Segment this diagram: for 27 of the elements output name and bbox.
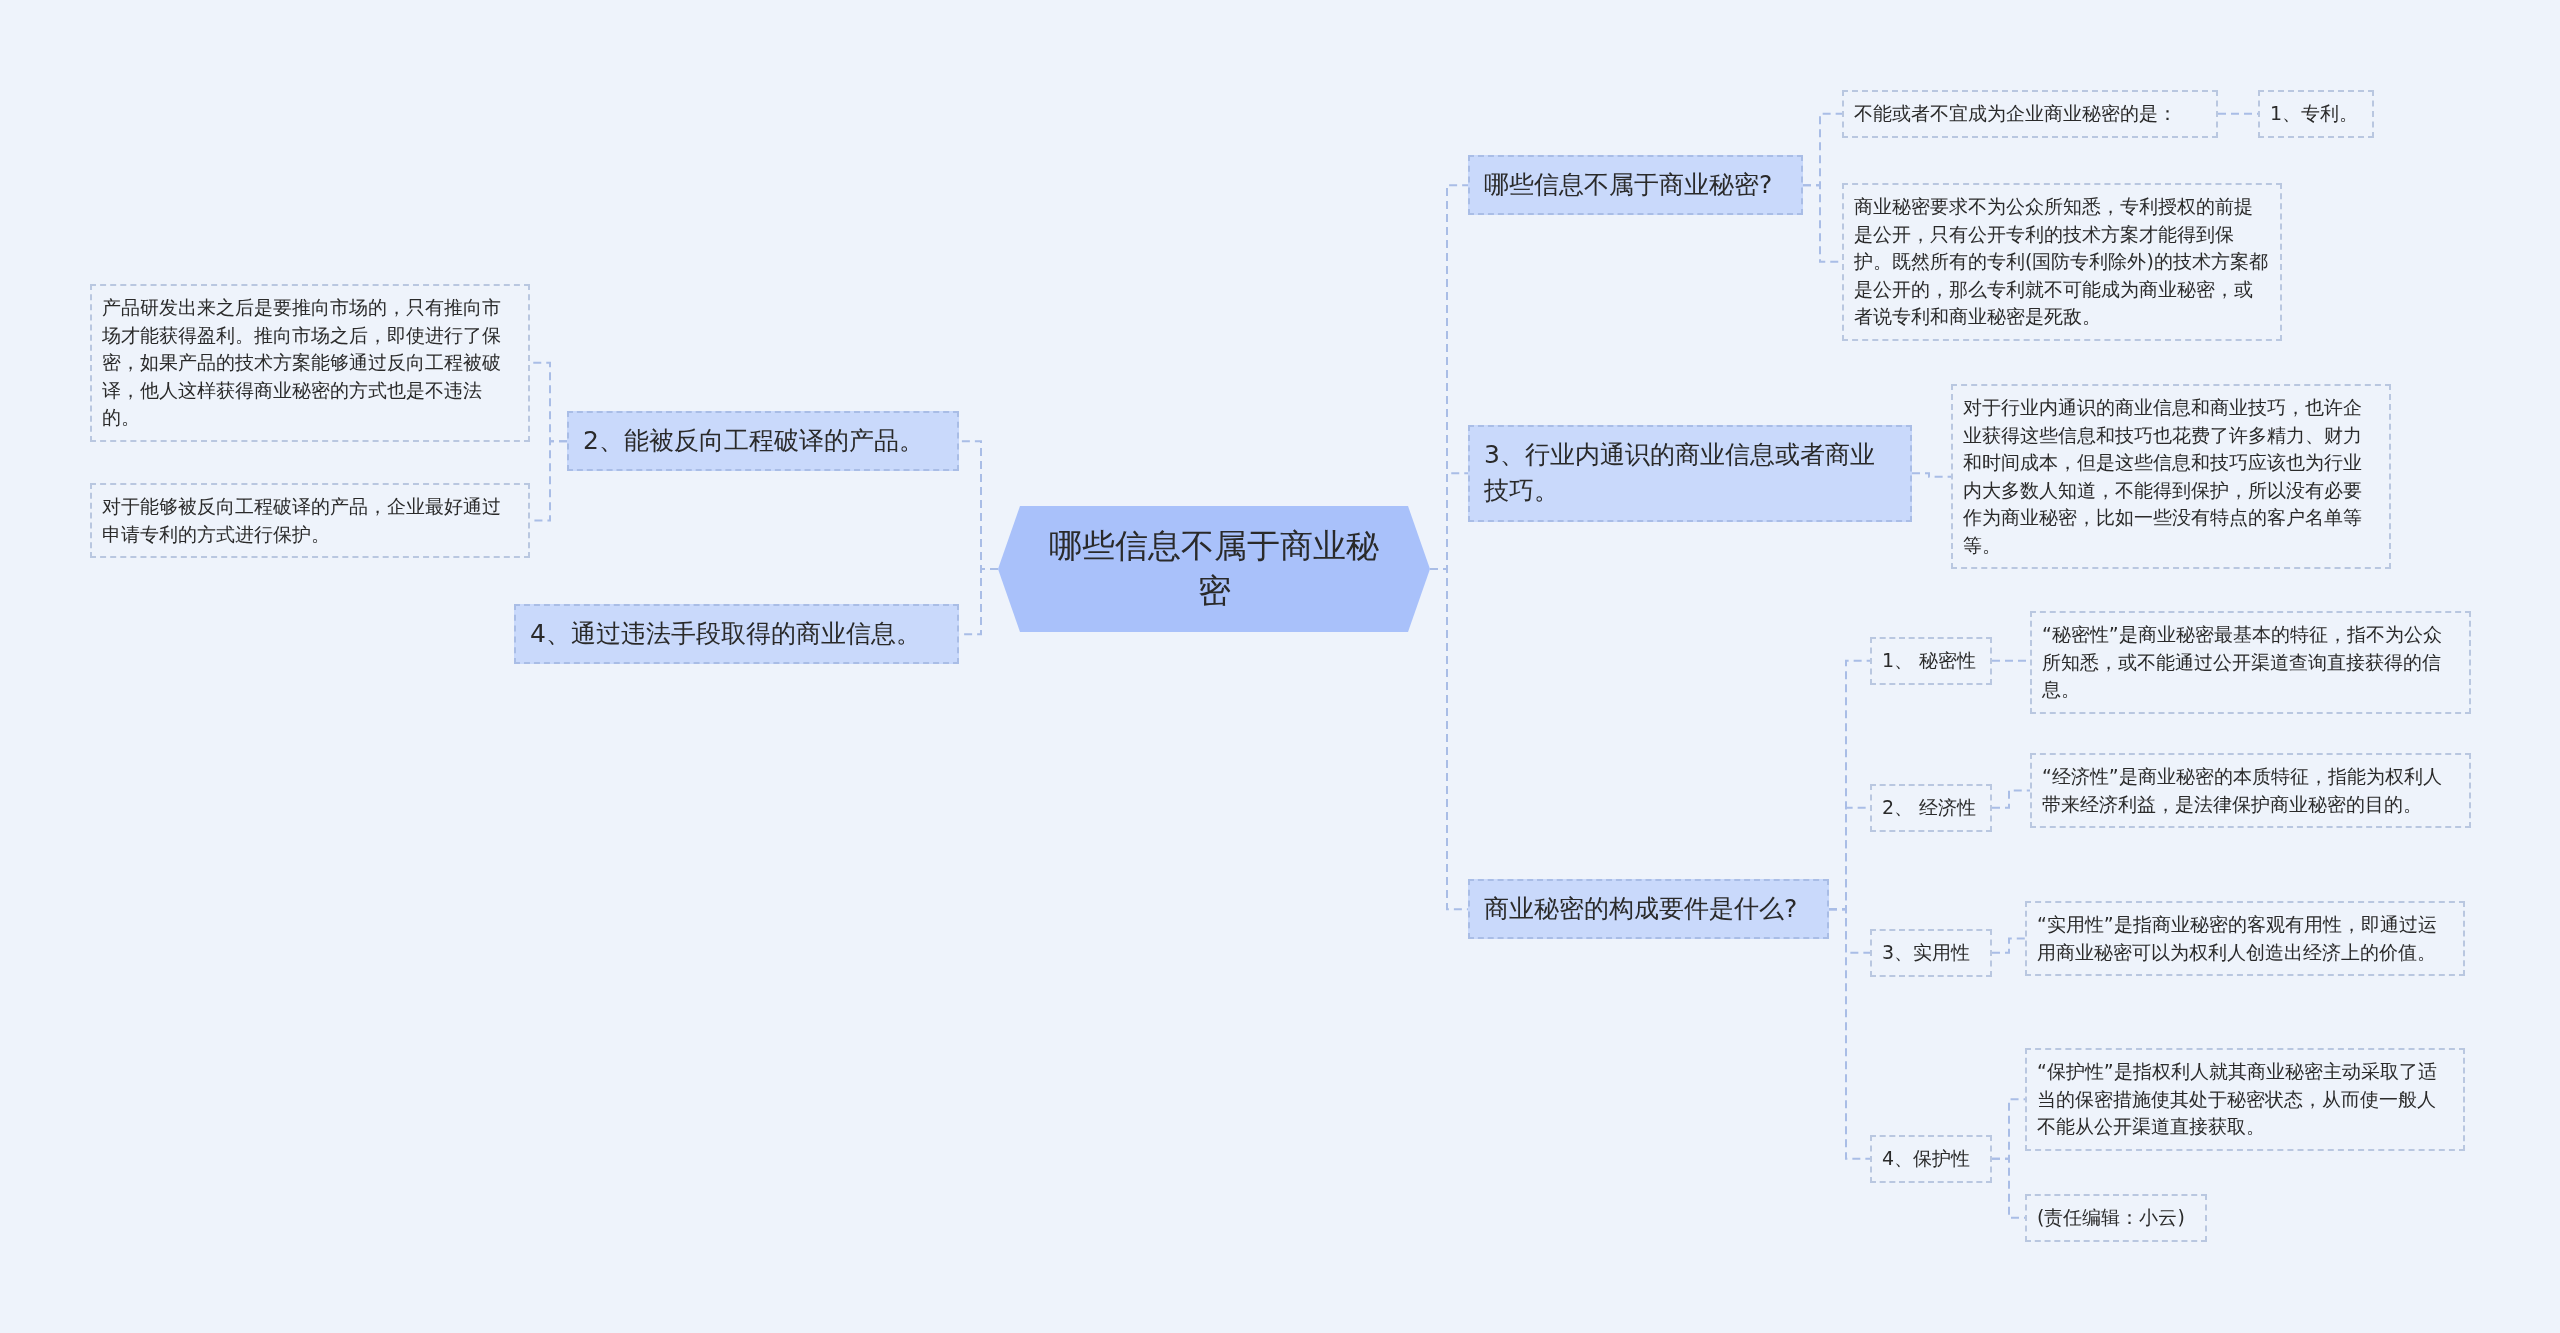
topic-box: 2、能被反向工程破译的产品。 (567, 411, 959, 472)
topic-box: 哪些信息不属于商业秘密? (1468, 155, 1803, 216)
note-box: “秘密性”是商业秘密最基本的特征，指不为公众所知悉，或不能通过公开渠道查询直接获得的信息。 (2030, 611, 2471, 714)
note-box: 不能或者不宜成为企业商业秘密的是： (1842, 90, 2218, 138)
topic-box: 3、行业内通识的商业信息或者商业技巧。 (1468, 425, 1912, 522)
note-box: 对于行业内通识的商业信息和商业技巧，也许企业获得这些信息和技巧也花费了许多精力、财力和时间成本，但是这些信息和技巧应该也为行业内大多数人知道，不能得到保护，所以没有必要作为商业秘密，比如一些没有特点的客户名单等等。 (1951, 384, 2391, 570)
topic-box: 4、通过违法手段取得的商业信息。 (514, 604, 959, 665)
note-box: 4、保护性 (1870, 1135, 1992, 1183)
note-box: “实用性”是指商业秘密的客观有用性，即通过运用商业秘密可以为权利人创造出经济上的价值。 (2025, 901, 2465, 977)
connector (1828, 908, 1871, 1160)
topic-box: 商业秘密的构成要件是什么? (1468, 879, 1829, 940)
note-box: 商业秘密要求不为公众所知悉，专利授权的前提是公开，只有公开专利的技术方案才能得到保护。既然所有的专利(国防专利除外)的技术方案都是公开的，那么专利就不可能成为商业秘密，或者说专利和商业秘密是死敌。 (1842, 183, 2282, 341)
note-box: “保护性”是指权利人就其商业秘密主动采取了适当的保密措施使其处于秘密状态，从而使一般人不能从公开渠道直接获取。 (2025, 1048, 2465, 1151)
note-box: 产品研发出来之后是要推向市场的，只有推向市场才能获得盈利。推向市场之后，即使进行了保密，如果产品的技术方案能够通过反向工程被破译，他人这样获得商业秘密的方式也是不违法的。 (90, 284, 530, 442)
note-box: “经济性”是商业秘密的本质特征，指能为权利人带来经济利益，是法律保护商业秘密的目的。 (2030, 753, 2471, 829)
connector (1991, 1157, 2026, 1219)
note-box: 对于能够被反向工程破译的产品，企业最好通过申请专利的方式进行保护。 (90, 483, 530, 559)
connector (1429, 568, 1469, 911)
connector (1991, 789, 2031, 809)
note-box: 1、专利。 (2258, 90, 2374, 138)
connector (1911, 472, 1952, 478)
note-box: 1、 秘密性 (1870, 637, 1992, 685)
note-box: (责任编辑：小云) (2025, 1194, 2207, 1242)
connector (2217, 112, 2259, 115)
note-box: 2、 经济性 (1870, 784, 1992, 832)
connector (1991, 937, 2026, 954)
note-box: 3、实用性 (1870, 929, 1992, 977)
